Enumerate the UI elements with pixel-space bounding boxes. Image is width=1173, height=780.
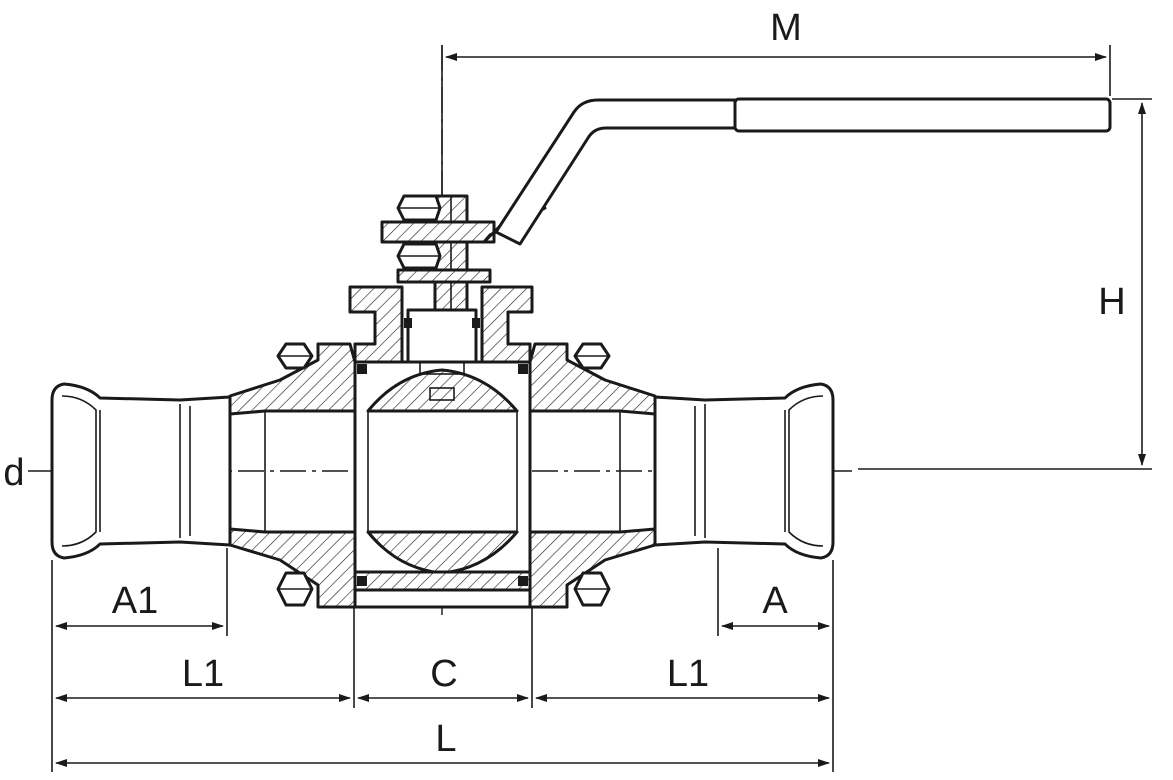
- label-H: H: [1098, 281, 1125, 323]
- bolt-nut-top-left: [276, 342, 314, 370]
- seat-top-right: [518, 364, 528, 374]
- dimension-C: C: [357, 653, 529, 702]
- label-d: d: [3, 452, 24, 494]
- dimension-A: A: [721, 580, 830, 630]
- dimension-L: L: [55, 718, 830, 767]
- stem-spring-washer: [396, 268, 492, 284]
- seat-bottom-left: [357, 576, 367, 586]
- dimension-M: M: [441, 7, 1111, 196]
- left-press-end: [50, 382, 232, 560]
- label-L1-right: L1: [667, 653, 709, 695]
- dimension-L1-left: L1: [55, 653, 351, 702]
- handle-washer: [380, 220, 496, 244]
- bolt-nut-bottom-right: [573, 571, 611, 607]
- dimension-L1-right: L1: [535, 653, 830, 702]
- valve-body: [353, 360, 532, 609]
- dimension-A1: A1: [55, 580, 224, 630]
- bolt-nut-top-right: [573, 342, 611, 370]
- label-L1-left: L1: [182, 653, 224, 695]
- label-A: A: [762, 580, 788, 622]
- label-L: L: [435, 718, 456, 760]
- label-C: C: [430, 653, 457, 695]
- stem-nut-lower: [396, 242, 442, 270]
- stem-nut-top: [396, 194, 442, 222]
- dimension-H: H: [858, 98, 1152, 470]
- bolt-nut-bottom-left: [276, 571, 314, 607]
- left-end-connector: [228, 342, 357, 609]
- handle-grip: [733, 97, 1112, 133]
- stem-seal-left: [404, 318, 412, 328]
- lever-handle: [482, 97, 1112, 246]
- label-A1: A1: [112, 580, 158, 622]
- label-M: M: [770, 7, 802, 49]
- seat-bottom-right: [518, 576, 528, 586]
- right-end-connector: [528, 342, 657, 609]
- right-press-end: [653, 382, 835, 560]
- seat-top-left: [357, 364, 367, 374]
- stem-seal-right: [472, 318, 480, 328]
